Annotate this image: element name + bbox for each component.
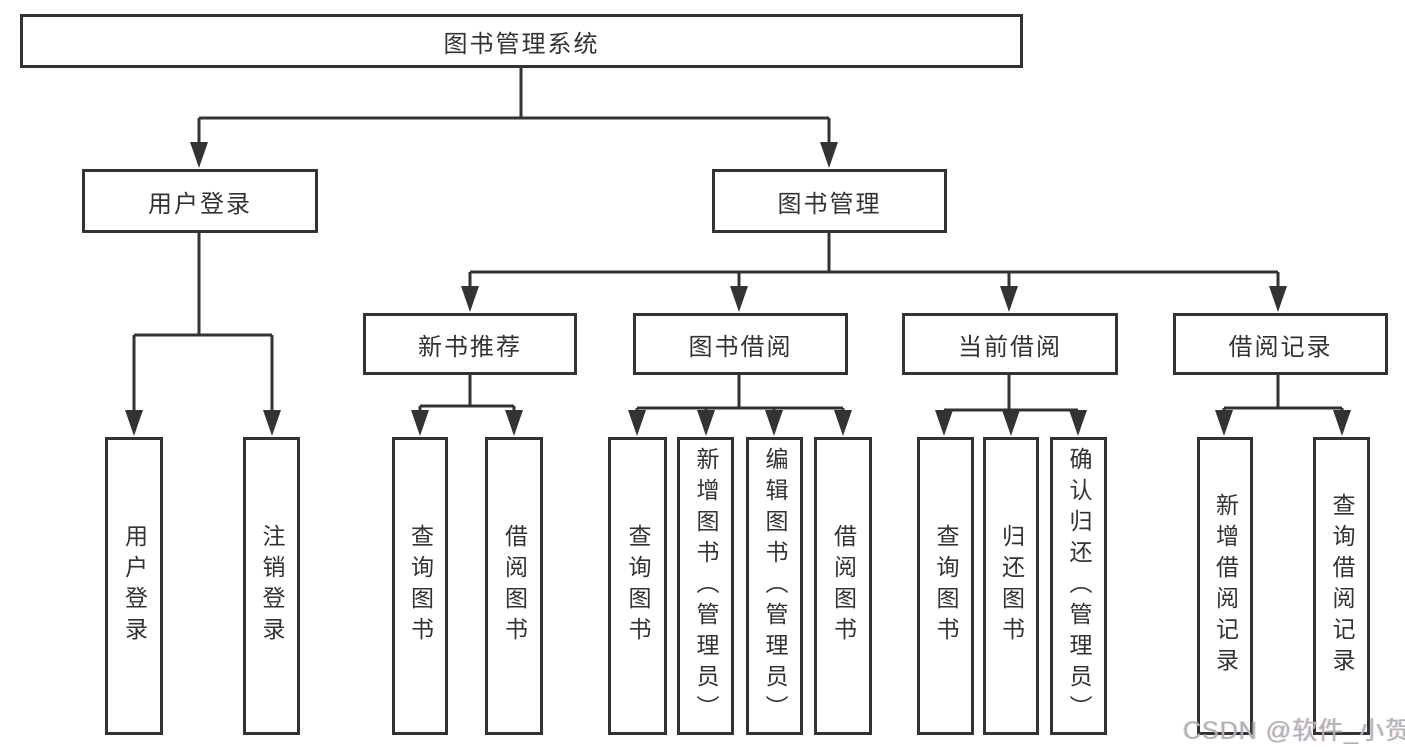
leaf-add-borrow-record: 新增借阅记录 xyxy=(1197,437,1253,735)
leaf-edit-books-admin-label: 编辑图书（管理员） xyxy=(762,446,788,726)
leaf-add-books-admin-label: 新增图书（管理员） xyxy=(693,446,719,726)
leaf-return-books: 归还图书 xyxy=(983,437,1039,735)
arrowhead xyxy=(461,286,479,312)
arrowhead xyxy=(125,410,143,436)
leaf-borrow-books-borrowing-label: 借阅图书 xyxy=(830,524,857,648)
arrowhead xyxy=(697,410,715,436)
arrowhead xyxy=(1333,410,1351,436)
arrowhead xyxy=(1069,410,1087,436)
leaf-add-borrow-record-label: 新增借阅记录 xyxy=(1212,493,1239,679)
arrowhead xyxy=(1000,286,1018,312)
leaf-return-books-label: 归还图书 xyxy=(998,524,1025,648)
node-book-borrowing: 图书借阅 xyxy=(633,313,848,375)
arrowhead xyxy=(1215,410,1233,436)
leaf-confirm-return-admin: 确认归还（管理员） xyxy=(1050,437,1107,735)
leaf-logout-login-label: 注销登录 xyxy=(259,524,285,648)
node-book-management: 图书管理 xyxy=(712,169,947,233)
arrowhead xyxy=(1002,410,1020,436)
leaf-add-books-admin: 新增图书（管理员） xyxy=(677,437,734,735)
arrowheads xyxy=(125,142,1351,436)
arrowhead xyxy=(935,410,953,436)
leaf-borrow-books-borrowing: 借阅图书 xyxy=(814,437,872,735)
node-user-login: 用户登录 xyxy=(82,169,318,233)
csdn-watermark: CSDN @软件_小贺同学 xyxy=(1183,717,1405,745)
leaf-logout-login: 注销登录 xyxy=(243,437,300,735)
leaf-query-books-recommend: 查询图书 xyxy=(392,437,448,735)
arrowhead xyxy=(628,410,646,436)
leaf-user-login-label: 用户登录 xyxy=(121,524,148,648)
leaf-query-borrow-record: 查询借阅记录 xyxy=(1313,437,1370,735)
arrowhead xyxy=(190,142,208,168)
leaf-query-borrow-record-label: 查询借阅记录 xyxy=(1329,493,1355,679)
arrowhead xyxy=(765,410,783,436)
leaf-confirm-return-admin-label: 确认归还（管理员） xyxy=(1066,446,1092,726)
arrowhead xyxy=(1269,286,1287,312)
leaf-borrow-books-recommend: 借阅图书 xyxy=(485,437,543,735)
arrowhead xyxy=(730,286,748,312)
arrowhead xyxy=(263,410,281,436)
leaf-query-books-recommend-label: 查询图书 xyxy=(407,524,434,648)
leaf-query-books-current-label: 查询图书 xyxy=(933,524,959,648)
arrowhead xyxy=(411,410,429,436)
leaf-query-books-current: 查询图书 xyxy=(917,437,974,735)
node-system-root: 图书管理系统 xyxy=(20,14,1023,68)
arrowhead xyxy=(505,410,523,436)
leaf-user-login: 用户登录 xyxy=(105,437,163,735)
node-current-borrowing: 当前借阅 xyxy=(902,313,1118,375)
leaf-query-books-borrowing: 查询图书 xyxy=(608,437,667,735)
leaf-borrow-books-recommend-label: 借阅图书 xyxy=(501,524,528,648)
leaf-query-books-borrowing-label: 查询图书 xyxy=(625,524,651,648)
node-new-book-recommend: 新书推荐 xyxy=(363,313,577,375)
arrowhead xyxy=(820,142,838,168)
node-borrowing-records: 借阅记录 xyxy=(1173,313,1388,375)
leaf-edit-books-admin: 编辑图书（管理员） xyxy=(746,437,803,735)
arrowhead xyxy=(834,410,852,436)
